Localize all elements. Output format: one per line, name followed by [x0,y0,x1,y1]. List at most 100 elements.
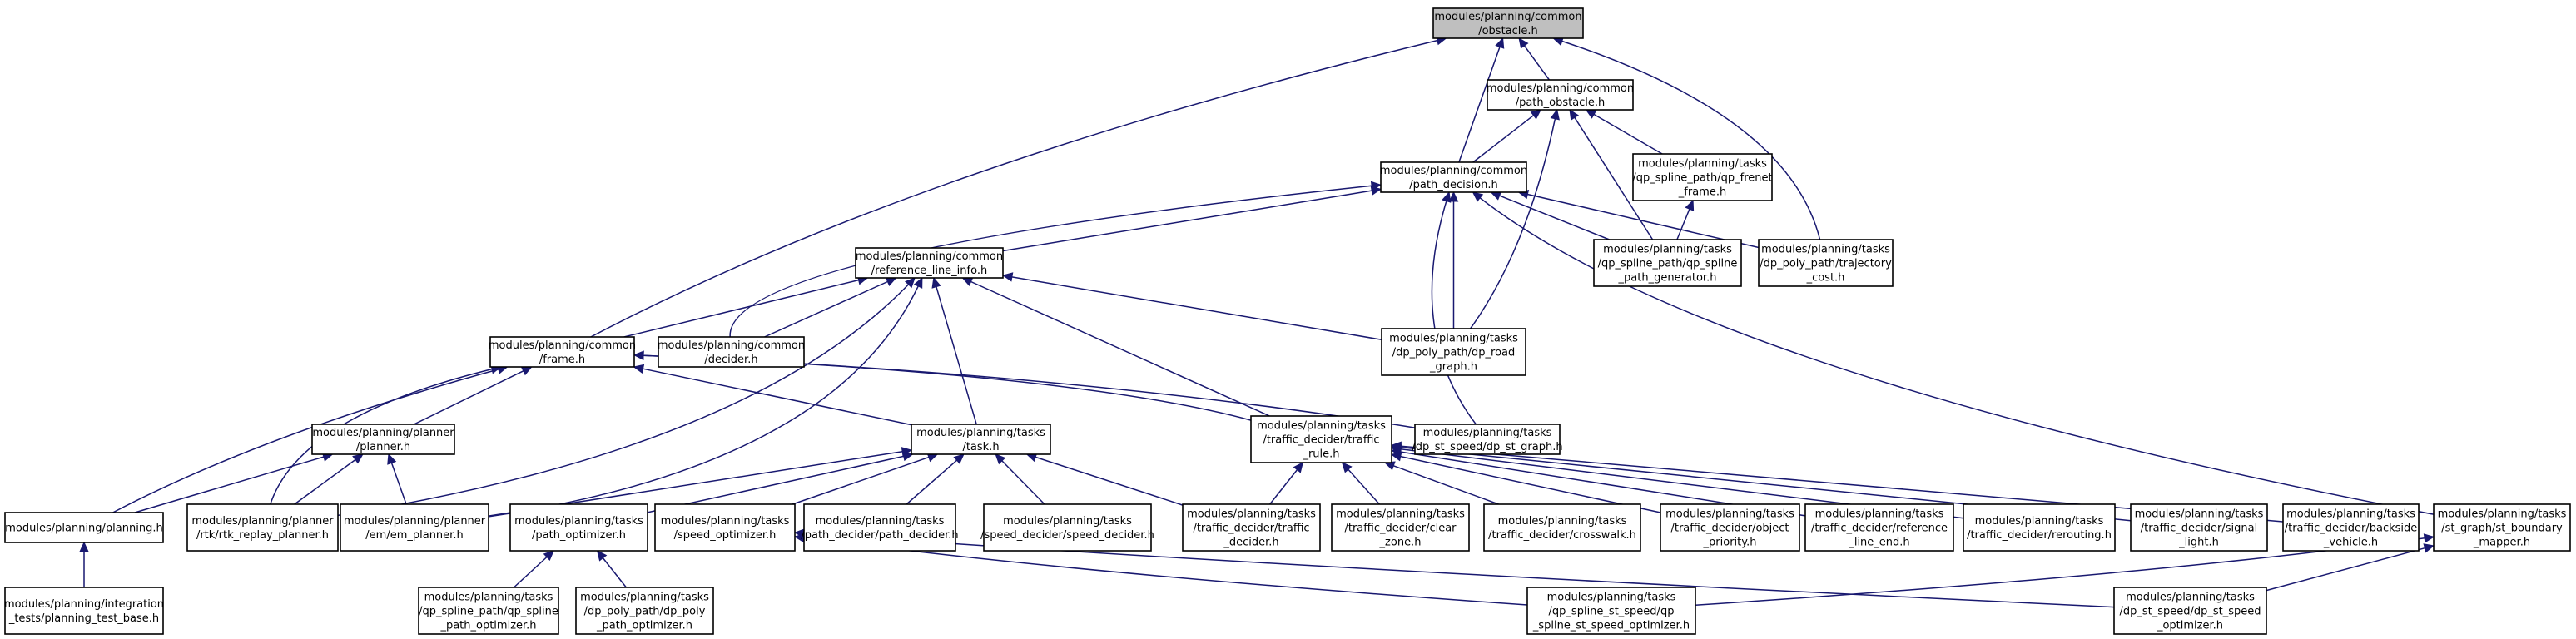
node-decider[interactable]: modules/planning/common/decider.h [658,336,805,368]
node-box [1758,239,1894,287]
node-crosswalk[interactable]: modules/planning/tasks/traffic_decider/c… [1483,503,1641,552]
node-box [4,587,164,635]
node-label-line: modules/planning/tasks [1257,420,1386,433]
node-label-line: modules/planning/tasks [1498,515,1627,528]
node-em-planner[interactable]: modules/planning/planner/em/em_planner.h [340,503,489,552]
node-label-line: modules/planning/integration [4,598,164,611]
edge-line [134,456,325,513]
node-path-optimizer[interactable]: modules/planning/tasks/path_optimizer.h [509,503,648,552]
arrowhead-icon [961,277,974,287]
node-speed-decider[interactable]: modules/planning/tasks/speed_decider/spe… [980,503,1154,552]
node-path-decision[interactable]: modules/planning/common/path_decision.h [1380,161,1527,193]
node-box [654,503,796,552]
node-label-line: modules/planning/planner [312,427,454,439]
node-frame[interactable]: modules/planning/common/frame.h [489,336,636,368]
node-label-line: /frame.h [539,354,585,366]
arrowhead-icon [1293,462,1304,473]
edge-line [337,284,910,517]
node-obstacle[interactable]: modules/planning/common/obstacle.h [1432,7,1584,39]
node-qp-frenet-frame[interactable]: modules/planning/tasks/qp_spline_path/qp… [1632,153,1773,201]
edge-line [590,39,1437,338]
arrowhead-icon [904,277,916,289]
node-label-line: _graph.h [1429,361,1477,374]
node-label-line: /dp_poly_path/trajectory [1760,258,1892,270]
node-label-line: _light.h [2178,537,2219,549]
edge-path_decider-to-task [906,453,965,505]
edge-line [1499,195,1610,240]
node-label-line: /traffic_decider/backside [2285,523,2418,535]
node-box [803,503,956,552]
node-box [855,247,1004,279]
node-planner[interactable]: modules/planning/planner/planner.h [311,424,455,455]
edge-line [647,455,904,513]
node-backside-vehicle[interactable]: modules/planning/tasks/traffic_decider/b… [2282,503,2420,552]
node-qp-spline-st-speed-optimizer[interactable]: modules/planning/tasks/qp_spline_st_spee… [1526,587,1696,635]
node-task[interactable]: modules/planning/tasks/task.h [911,424,1051,455]
node-label-line: /qp_spline_st_speed/qp [1549,606,1675,618]
node-qp-spline-path-generator[interactable]: modules/planning/tasks/qp_spline_path/qp… [1593,239,1742,287]
node-label-line: /obstacle.h [1478,25,1538,37]
node-label-line: modules/planning/tasks [1665,508,1794,521]
edge-path_decision-to-path_obstacle [1472,109,1542,163]
node-path-decider[interactable]: modules/planning/tasks/path_decider/path… [801,503,959,552]
node-path-obstacle[interactable]: modules/planning/common/path_obstacle.h [1487,79,1634,111]
node-box [311,424,455,455]
node-box [1963,503,2116,552]
node-box [1432,7,1584,39]
edge-line [390,463,407,505]
node-dp-poly-path-optimizer[interactable]: modules/planning/tasks/dp_poly_path/dp_p… [575,587,714,635]
node-label-line: /traffic_decider/clear [1344,523,1457,535]
node-label-line: /traffic_decider/reference [1811,523,1948,535]
node-box [1487,79,1634,111]
node-label-line: /traffic_decider/traffic [1193,523,1309,535]
node-dp-road-graph[interactable]: modules/planning/tasks/dp_poly_path/dp_r… [1381,328,1526,376]
node-dp-st-speed-optimizer[interactable]: modules/planning/tasks/dp_st_speed/dp_st… [2113,587,2267,635]
node-box [1632,153,1773,201]
node-reference-line-end[interactable]: modules/planning/tasks/traffic_decider/r… [1804,503,1954,552]
node-label-line: _spline_st_speed_optimizer.h [1532,620,1690,632]
edge-line [1469,118,1556,329]
arrowhead-icon [520,366,533,376]
node-label-line: modules/planning/common [489,339,636,352]
node-box [4,512,164,543]
node-trajectory-cost[interactable]: modules/planning/tasks/dp_poly_path/traj… [1758,239,1894,287]
node-rtk-replay-planner[interactable]: modules/planning/planner/rtk/rtk_replay_… [186,503,339,552]
node-planning-test-base[interactable]: modules/planning/integration_tests/plann… [4,587,164,635]
edge-clear_zone-to-traffic_rule [1341,462,1380,505]
node-reference-line-info[interactable]: modules/planning/common/reference_line_i… [855,247,1004,279]
node-label-line: _mapper.h [2473,537,2530,549]
node-rerouting[interactable]: modules/planning/tasks/traffic_decider/r… [1963,503,2116,552]
node-clear-zone[interactable]: modules/planning/tasks/traffic_decider/c… [1331,503,1470,552]
node-dp-st-graph[interactable]: modules/planning/tasks/dp_st_speed/dp_st… [1412,424,1563,455]
node-traffic-decider[interactable]: modules/planning/tasks/traffic_decider/t… [1182,503,1321,552]
edge-dp_poly_path_optimizer-to-path_optimizer [596,550,627,588]
edge-line [1593,113,1663,155]
node-label-line: _priority.h [1703,537,1757,549]
edge-traffic_rule-to-reference_line_info [961,277,1270,417]
arrowhead-icon [1341,462,1353,473]
node-object-priority[interactable]: modules/planning/tasks/traffic_decider/o… [1660,503,1800,552]
edge-dp_st_graph-to-path_decision [1431,191,1477,425]
node-label-line: modules/planning/tasks [1815,508,1944,521]
arrowhead-icon [1370,181,1382,191]
edge-line [414,370,524,425]
node-label-line: modules/planning/tasks [816,515,945,528]
node-label-line: /planner.h [356,441,410,453]
node-st-boundary-mapper[interactable]: modules/planning/tasks/st_graph/st_bound… [2433,503,2571,552]
edge-line [792,456,930,505]
node-planning[interactable]: modules/planning/planning.h [4,512,164,543]
node-layer: modules/planning/common/obstacle.hmodule… [4,7,2571,635]
node-box [1331,503,1470,552]
edge-path_optimizer-to-task [647,451,914,513]
arrowhead-icon [913,276,923,289]
edge-speed_decider-to-task [995,453,1045,505]
edge-qp_spline_path_generator-to-path_obstacle [1569,108,1654,240]
node-label-line: /traffic_decider/object [1670,523,1789,535]
node-traffic-rule[interactable]: modules/planning/tasks/traffic_decider/t… [1250,415,1392,463]
node-speed-optimizer[interactable]: modules/planning/tasks/speed_optimizer.h [654,503,796,552]
node-label-line: modules/planning/common [1434,11,1581,23]
node-signal-light[interactable]: modules/planning/tasks/traffic_decider/s… [2130,503,2268,552]
edge-line [1431,201,1477,425]
edge-rtk_replay_planner-to-reference_line_info [337,277,916,517]
node-qp-spline-path-optimizer[interactable]: modules/planning/tasks/qp_spline_path/qp… [418,587,559,635]
